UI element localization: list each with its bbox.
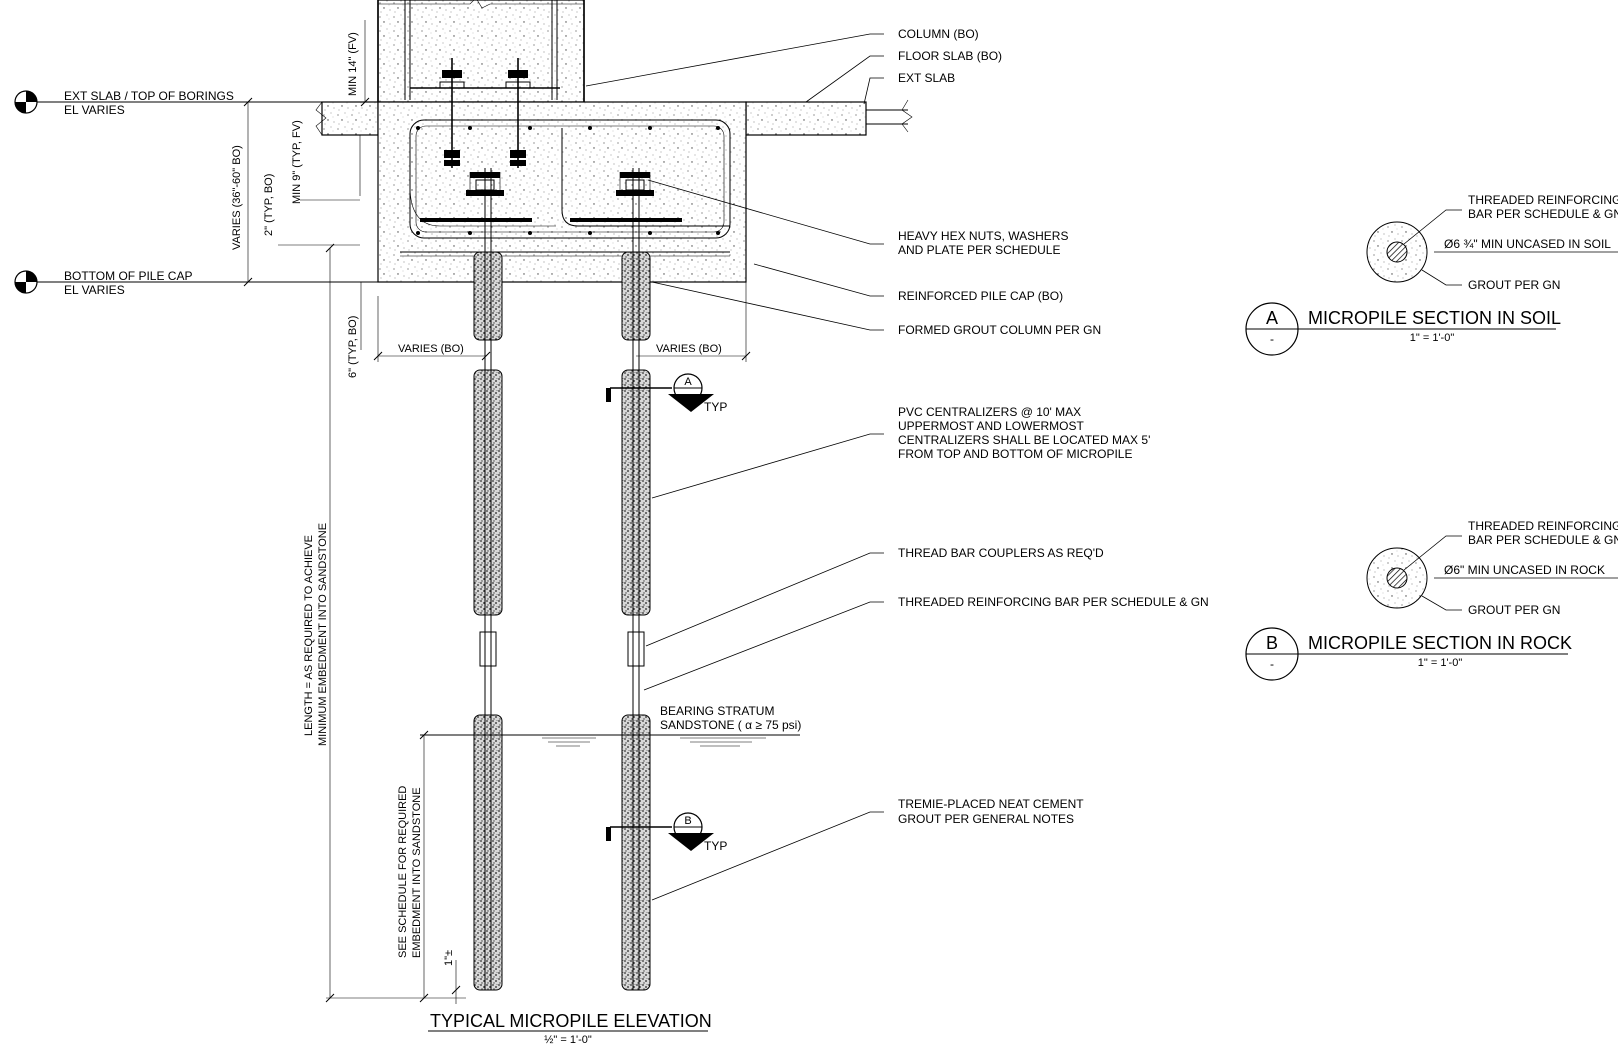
callout-tremie-line1: TREMIE-PLACED NEAT CEMENT [898,797,1084,811]
section-b-scale: 1" = 1'-0" [1418,657,1463,669]
section-b-bar-line2: BAR PER SCHEDULE & GN [1468,533,1618,547]
floor-slab-left [315,101,379,136]
elevation-scale: ½" = 1'-0" [544,1034,592,1046]
section-b-title: MICROPILE SECTION IN ROCK [1308,633,1572,653]
dim-min-9: MIN 9" (TYP, FV) [291,120,303,204]
level-top-elevation: EL VARIES [64,103,125,117]
dim-6-in: 6" (TYP, BO) [347,316,359,378]
dim-length-line2: MINIMUM EMBEDMENT INTO SANDSTONE [317,523,329,746]
dim-min-14: MIN 14" (FV) [347,32,359,96]
cut-marker-b-note: TYP [704,839,727,853]
bearing-stratum-line [420,734,800,747]
dim-length-line1: LENGTH = AS REQUIRED TO ACHIEVE [303,535,315,736]
section-cut-marker-b [606,812,714,851]
ext-slab [745,99,913,136]
callout-formed-grout: FORMED GROUT COLUMN PER GN [898,323,1101,337]
callout-ext-slab: EXT SLAB [898,71,955,85]
dim-varies-left: VARIES (BO) [398,343,464,355]
section-a-bar-line2: BAR PER SCHEDULE & GN [1468,207,1618,221]
dim-varies-right: VARIES (BO) [656,343,722,355]
callout-bearing-line2: SANDSTONE ( α ≥ 75 psi) [660,718,801,732]
callout-pvc-line4: FROM TOP AND BOTTOM OF MICROPILE [898,447,1132,461]
callout-pvc-line1: PVC CENTRALIZERS @ 10' MAX [898,405,1081,419]
level-bottom-label: BOTTOM OF PILE CAP [64,269,192,283]
callout-pile-cap: REINFORCED PILE CAP (BO) [898,289,1063,303]
section-b-drawing [1245,535,1618,681]
dimension-lines [243,20,751,1004]
column-anchor-bolts [410,58,560,168]
callout-tremie-line2: GROUT PER GENERAL NOTES [898,812,1074,826]
level-marker-bottom [14,270,378,294]
section-cut-marker-a [606,373,714,412]
column [377,0,585,103]
section-b-grout: GROUT PER GN [1468,603,1560,617]
section-a-title: MICROPILE SECTION IN SOIL [1308,308,1561,328]
section-a-scale: 1" = 1'-0" [1410,332,1455,344]
section-b-diameter: Ø6" MIN UNCASED IN ROCK [1444,563,1605,577]
micropile-left [420,168,532,991]
callout-nuts-line2: AND PLATE PER SCHEDULE [898,243,1061,257]
section-b-letter: B [1266,633,1278,653]
cut-marker-a-sheet: - [686,390,690,402]
callout-column: COLUMN (BO) [898,27,979,41]
elevation-title: TYPICAL MICROPILE ELEVATION [430,1011,712,1031]
callout-bearing-line1: BEARING STRATUM [660,704,774,718]
section-a-grout: GROUT PER GN [1468,278,1560,292]
dim-varies-cap: VARIES (36"-60" BO) [231,145,243,250]
cut-marker-a-note: TYP [704,400,727,414]
section-a-diameter: Ø6 ¾" MIN UNCASED IN SOIL [1444,237,1611,251]
section-b-sheet: - [1270,657,1274,671]
section-a-letter: A [1266,308,1278,328]
cut-marker-a-letter: A [684,376,692,388]
dim-embed-line2: EMBEDMENT INTO SANDSTONE [411,787,423,958]
micropile-right [570,168,682,991]
section-a-drawing [1245,209,1618,356]
level-top-label: EXT SLAB / TOP OF BORINGS [64,89,234,103]
level-marker-top [14,90,322,114]
section-b-bar-line1: THREADED REINFORCING [1468,519,1618,533]
callout-pvc-line3: CENTRALIZERS SHALL BE LOCATED MAX 5' [898,433,1150,447]
callout-pvc-line2: UPPERMOST AND LOWERMOST [898,419,1084,433]
dim-1-in: 1"± [443,950,455,966]
callout-nuts-line1: HEAVY HEX NUTS, WASHERS [898,229,1068,243]
pile-cap [377,101,747,283]
dim-2-in: 2" (TYP, BO) [263,174,275,236]
cut-marker-b-letter: B [684,815,691,827]
dim-embed-line1: SEE SCHEDULE FOR REQUIRED [397,786,409,958]
level-bottom-elevation: EL VARIES [64,283,125,297]
cut-marker-b-sheet: - [686,829,690,841]
callout-couplers: THREAD BAR COUPLERS AS REQ'D [898,546,1104,560]
callout-threaded-bar: THREADED REINFORCING BAR PER SCHEDULE & … [898,595,1209,609]
section-a-sheet: - [1270,332,1274,346]
callout-floor-slab: FLOOR SLAB (BO) [898,49,1002,63]
leader-lines [585,33,884,901]
section-a-bar-line1: THREADED REINFORCING [1468,193,1618,207]
